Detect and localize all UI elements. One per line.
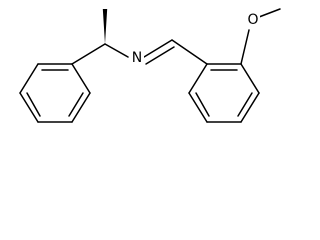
methoxyphenyl-ring xyxy=(188,63,260,123)
chiral-center xyxy=(71,9,129,65)
stereo-wedge-bond xyxy=(102,9,108,44)
methoxy-group xyxy=(240,8,281,65)
aryl-bond xyxy=(240,63,260,94)
phenyl-bond xyxy=(19,92,39,123)
imine-to-ring-bond xyxy=(171,39,208,65)
aryl-double-bond xyxy=(237,92,253,117)
imine-double-bond xyxy=(143,39,173,58)
aryl-bond xyxy=(188,92,208,123)
phenyl-bond xyxy=(19,63,39,94)
imine-double-bond xyxy=(145,46,175,65)
oxygen-atom: O xyxy=(246,12,260,28)
aryl-bond xyxy=(240,92,260,123)
phenyl-ring xyxy=(19,63,91,123)
phenyl-bond xyxy=(71,92,91,123)
aryl-double-bond xyxy=(195,92,210,117)
molecule-structure-diagram: N O xyxy=(19,8,281,123)
oxygen-to-methyl-bond xyxy=(258,8,281,18)
ring-to-chiral-bond xyxy=(71,43,106,65)
imine-group xyxy=(143,39,208,65)
nitrogen-atom: N xyxy=(130,50,144,66)
aryl-to-oxygen-bond xyxy=(240,29,250,65)
chiral-to-nitrogen-bond xyxy=(104,43,129,58)
aryl-bond xyxy=(188,63,208,94)
oxygen-label: O xyxy=(247,12,258,28)
phenyl-bond xyxy=(71,63,91,94)
phenyl-double-bond xyxy=(68,92,84,117)
nitrogen-label: N xyxy=(132,50,142,66)
phenyl-double-bond xyxy=(26,92,41,117)
